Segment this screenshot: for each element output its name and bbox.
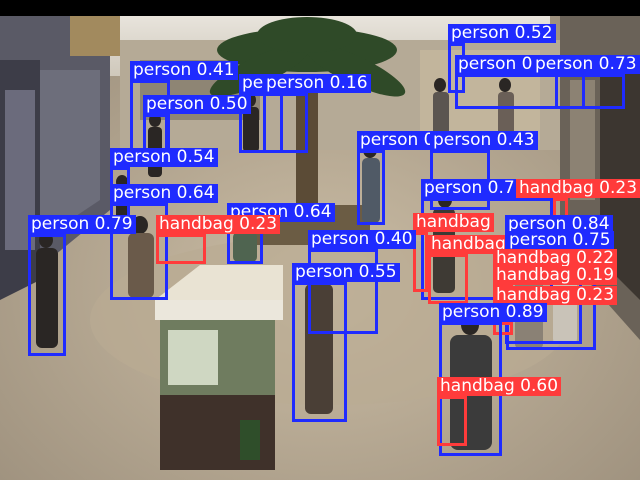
person-detection-label: person 0.50: [143, 95, 251, 114]
person-bounding-box: [263, 93, 308, 153]
person-detection-label: person 0.55: [292, 263, 400, 282]
person-detection-label: person 0.40: [308, 230, 416, 249]
person-bounding-box: [455, 74, 585, 109]
person-detection-label: person 0.16: [263, 74, 371, 93]
person-bounding-box: [308, 249, 378, 334]
person-bounding-box: [555, 74, 625, 109]
person-bounding-box: [292, 282, 347, 422]
handbag-detection-label: handbag 0.23: [493, 286, 618, 305]
handbag-bounding-box: [437, 396, 467, 446]
handbag-detection-label: handbag: [413, 213, 494, 232]
person-detection-label: person 0.52: [448, 24, 556, 43]
person-detection-label: person 0.89: [439, 303, 547, 322]
person-detection-label: person 0.75: [506, 231, 614, 250]
person-detection-label: person 0.79: [28, 215, 136, 234]
person-bounding-box: [357, 150, 385, 225]
person-detection-label: person 0.43: [430, 131, 538, 150]
person-detection-label: person 0.54: [110, 148, 218, 167]
handbag-bounding-box: [428, 254, 468, 304]
person-detection-label: person 0.77: [421, 179, 529, 198]
handbag-detection-label: handbag 0.23: [156, 215, 281, 234]
handbag-detection-label: handbag 0.23: [516, 179, 640, 198]
handbag-detection-label: handbag 0.19: [493, 266, 618, 285]
handbag-detection-label: handbag 0.60: [437, 377, 562, 396]
handbag-bounding-box: [156, 234, 206, 264]
person-bounding-box: [239, 93, 283, 153]
handbag-bounding-box: [413, 232, 428, 292]
handbag-detection-label: handbag 0.22: [493, 249, 618, 268]
handbag-detection-label: handbag: [428, 235, 509, 254]
person-bounding-box: [110, 203, 168, 300]
person-detection-label: person 0.41: [130, 61, 238, 80]
person-detection-label: person 0.84: [505, 215, 613, 234]
person-bounding-box: [28, 234, 66, 356]
person-detection-label: person 0.73: [532, 55, 640, 74]
person-detection-label: person 0.64: [110, 184, 218, 203]
